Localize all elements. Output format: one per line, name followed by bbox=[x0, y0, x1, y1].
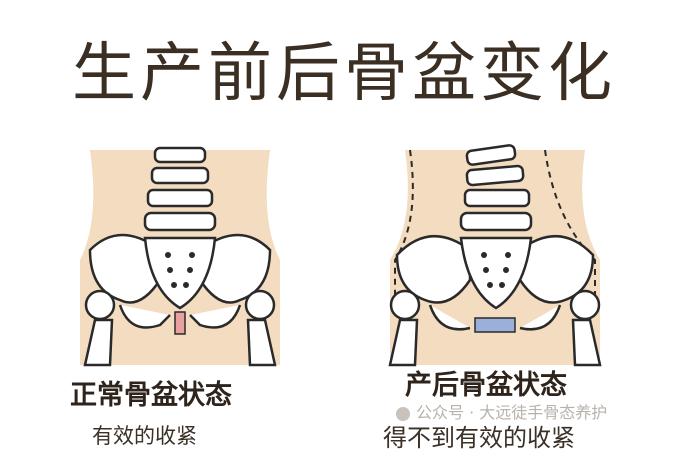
page-title: 生产前后骨盆变化 bbox=[72, 37, 616, 111]
normal-pelvis-illustration bbox=[80, 146, 280, 367]
postpartum-pelvis-subtitle: 得不到有效的收紧 bbox=[383, 424, 575, 452]
postpartum-pelvis-illustration bbox=[388, 144, 602, 367]
watermark: 公众号 · 大远徒手骨态养护 bbox=[396, 404, 607, 422]
postpartum-pelvis-label: 产后骨盆状态 bbox=[405, 370, 567, 401]
normal-pelvis-subtitle: 有效的收紧 bbox=[92, 424, 197, 448]
wechat-icon bbox=[396, 406, 410, 421]
normal-pelvis-label: 正常骨盆状态 bbox=[70, 380, 232, 411]
